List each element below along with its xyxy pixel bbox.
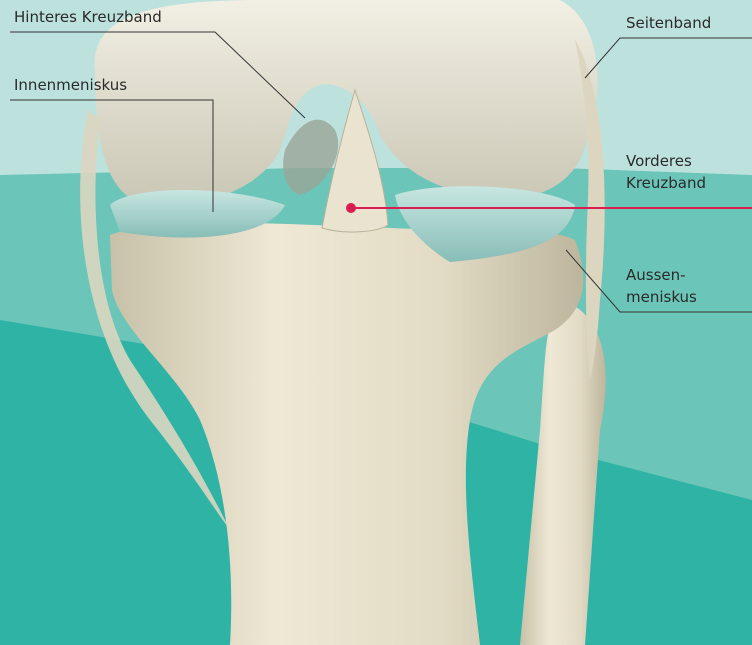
label-lateral-meniscus-line2: meniskus [626, 286, 697, 308]
label-lateral-meniscus-line1: Aussen- [626, 264, 697, 286]
label-lateral-meniscus: Aussen- meniskus [626, 264, 697, 308]
label-anterior-cruciate-line1: Vorderes [626, 150, 706, 172]
label-anterior-cruciate-line2: Kreuzband [626, 172, 706, 194]
label-medial-meniscus: Innenmeniskus [14, 74, 127, 96]
label-posterior-cruciate: Hinteres Kreuzband [14, 6, 162, 28]
label-collateral: Seitenband [626, 12, 711, 34]
label-anterior-cruciate: Vorderes Kreuzband [626, 150, 706, 194]
anterior-cruciate-marker-dot [346, 203, 356, 213]
